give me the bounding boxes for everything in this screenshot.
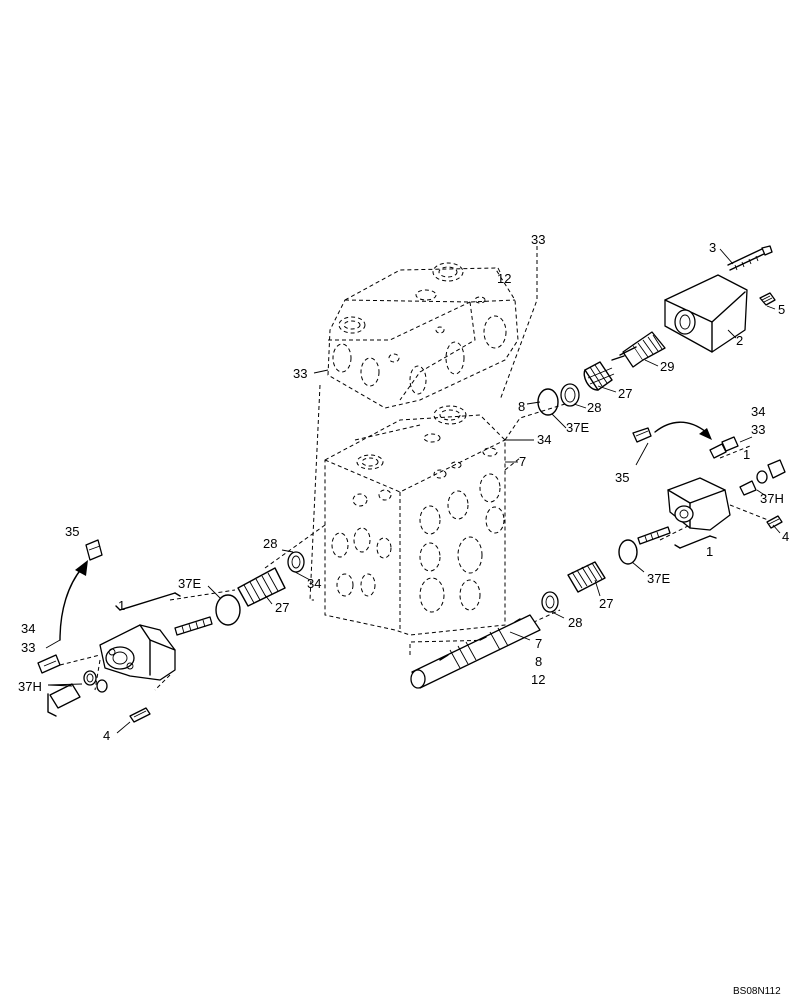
upper-valve-section xyxy=(327,262,519,409)
right-end-cap-assembly xyxy=(618,421,786,565)
callout-27-upper: 27 xyxy=(618,386,632,401)
callout-8-spool: 8 xyxy=(535,654,542,669)
callout-3-top: 3 xyxy=(709,240,716,255)
callout-33-left: 33 xyxy=(293,366,307,381)
callout-12-spool: 12 xyxy=(531,672,545,687)
upper-spring-group xyxy=(537,346,637,416)
callout-28-left: 28 xyxy=(263,536,277,551)
callout-8-upper: 8 xyxy=(518,399,525,414)
callout-1-right-low: 1 xyxy=(706,544,713,559)
callout-1-right: 1 xyxy=(743,447,750,462)
callout-labels: 3 5 2 29 27 28 8 37E 33 12 33 34 7 34 33… xyxy=(18,232,789,743)
figure-code: BS08N112 xyxy=(733,986,781,997)
callout-29: 29 xyxy=(660,359,674,374)
callout-35-right: 35 xyxy=(615,470,629,485)
callout-7-mid: 7 xyxy=(519,454,526,469)
callout-33-right: 33 xyxy=(751,422,765,437)
assembly-guide-lines xyxy=(59,246,769,691)
callout-28-upper: 28 xyxy=(587,400,601,415)
callout-37h-right: 37H xyxy=(760,491,784,506)
callout-4-left: 4 xyxy=(103,728,110,743)
spool xyxy=(410,614,541,689)
callout-2-top: 2 xyxy=(736,333,743,348)
callout-37h-left: 37H xyxy=(18,679,42,694)
callout-34-right: 34 xyxy=(751,404,765,419)
left-end-cap-assembly xyxy=(37,539,213,723)
callout-4-right: 4 xyxy=(782,529,789,544)
end-cap-assembly-top xyxy=(611,245,776,368)
callout-28-right: 28 xyxy=(568,615,582,630)
callout-34-left: 34 xyxy=(307,576,321,591)
callout-1-left: 1 xyxy=(118,598,125,613)
callout-37e-upper: 37E xyxy=(566,420,589,435)
callout-27-left: 27 xyxy=(275,600,289,615)
callout-33-top: 33 xyxy=(531,232,545,247)
main-valve-body xyxy=(324,405,506,636)
callout-33-far-left: 33 xyxy=(21,640,35,655)
callout-5-top: 5 xyxy=(778,302,785,317)
leader-lines xyxy=(45,248,781,734)
callout-37e-left: 37E xyxy=(178,576,201,591)
callout-12-top: 12 xyxy=(497,271,511,286)
callout-34-far-left: 34 xyxy=(21,621,35,636)
callout-35-left: 35 xyxy=(65,524,79,539)
callout-37e-right: 37E xyxy=(647,571,670,586)
callout-34-mid: 34 xyxy=(537,432,551,447)
right-spring-group xyxy=(541,561,606,613)
callout-27-right: 27 xyxy=(599,596,613,611)
left-spring-group xyxy=(215,551,305,626)
callout-7-spool: 7 xyxy=(535,636,542,651)
